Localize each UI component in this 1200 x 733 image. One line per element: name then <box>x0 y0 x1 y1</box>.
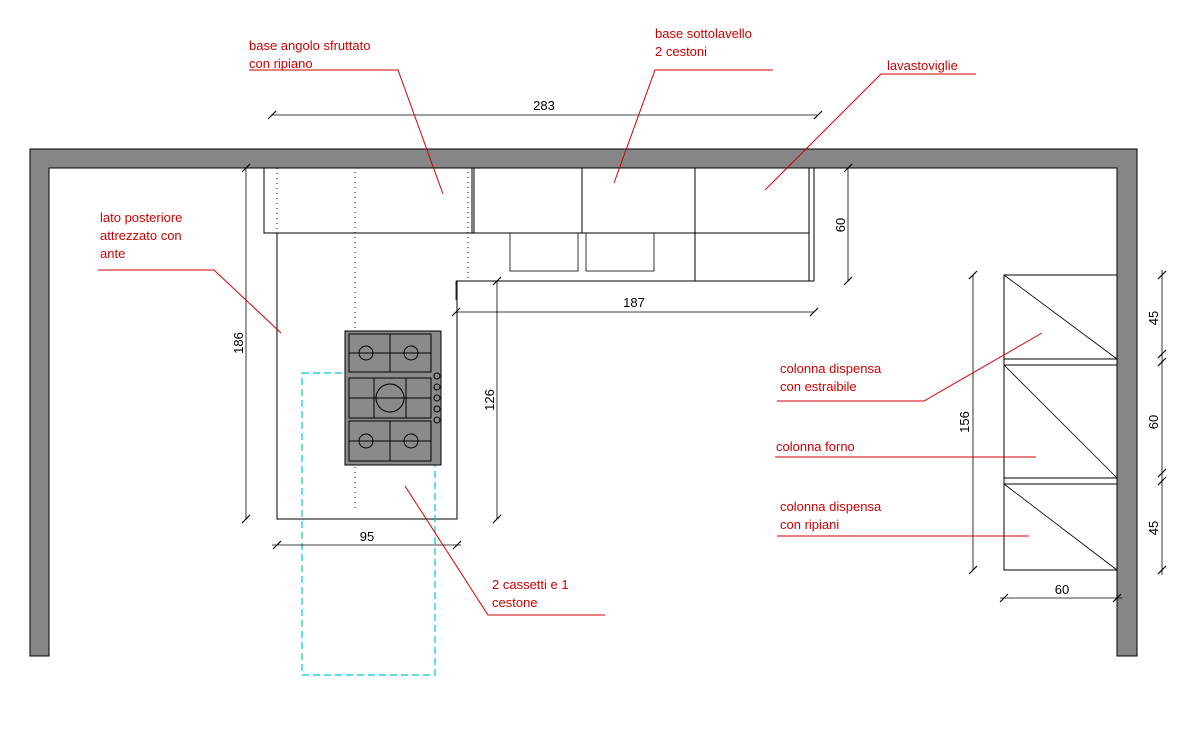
label-leaders <box>98 69 1043 616</box>
label-base-sottolavello: base sottolavello 2 cestoni <box>655 26 755 59</box>
dim-126: 126 <box>482 389 497 411</box>
dim-186: 186 <box>231 332 246 354</box>
label-base-angolo: base angolo sfruttato con ripiano <box>249 38 374 71</box>
dim-45-bottom: 45 <box>1146 521 1161 535</box>
label-colonna-dispensa-estraibile: colonna dispensa con estraibile <box>780 361 885 394</box>
label-lavastoviglie: lavastoviglie <box>887 58 958 73</box>
room-walls <box>29 148 1138 657</box>
dimension-lines <box>241 110 1167 603</box>
label-lato-posteriore: lato posteriore attrezzato con ante <box>100 210 186 261</box>
column-units <box>1003 274 1118 571</box>
dim-45-top: 45 <box>1146 311 1161 325</box>
gas-hob <box>344 330 442 466</box>
dim-60-bottom: 60 <box>1055 582 1069 597</box>
label-colonna-forno: colonna forno <box>776 439 855 454</box>
dim-60-middle: 60 <box>1146 415 1161 429</box>
dim-283: 283 <box>533 98 555 113</box>
top-cabinet-run <box>263 167 815 300</box>
dim-60-right: 60 <box>833 218 848 232</box>
dim-156: 156 <box>957 411 972 433</box>
label-cassetti-cestone: 2 cassetti e 1 cestone <box>492 577 572 610</box>
label-colonna-dispensa-ripiani: colonna dispensa con ripiani <box>780 499 885 532</box>
dim-95: 95 <box>360 529 374 544</box>
dim-187: 187 <box>623 295 645 310</box>
